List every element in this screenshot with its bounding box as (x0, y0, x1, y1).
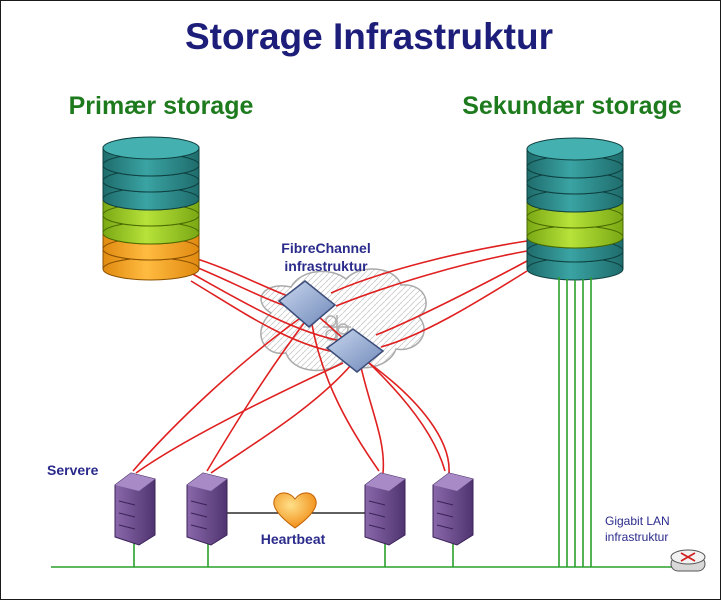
heartbeat-label: Heartbeat (261, 531, 326, 547)
diagram-title: Storage Infrastruktur (185, 16, 553, 57)
fc-switch-icon (325, 328, 385, 373)
fc-label-line2: infrastruktur (284, 258, 368, 274)
lan-label-line2: infrastruktur (605, 530, 668, 544)
secondary-storage-stack (526, 137, 624, 281)
primary-storage-stack (102, 136, 200, 281)
secondary-storage-label: Sekundær storage (462, 92, 682, 120)
server-tower-icon (432, 472, 474, 546)
lan-links (51, 277, 676, 568)
primary-storage-label: Primær storage (69, 92, 254, 120)
server-tower-icon (364, 472, 406, 546)
lan-label-line1: Gigabit LAN (605, 514, 670, 528)
fc-label-line1: FibreChannel (281, 240, 370, 256)
disk-stack-icon (526, 137, 624, 281)
disk-stack-icon (102, 136, 200, 281)
fc-links (132, 240, 528, 474)
fc-switch-icon (277, 280, 337, 328)
server-tower-icon (186, 472, 228, 546)
router-icon (670, 549, 706, 572)
heart-icon (273, 492, 317, 529)
servers-label: Servere (47, 462, 99, 478)
server-tower-icon (114, 472, 156, 546)
